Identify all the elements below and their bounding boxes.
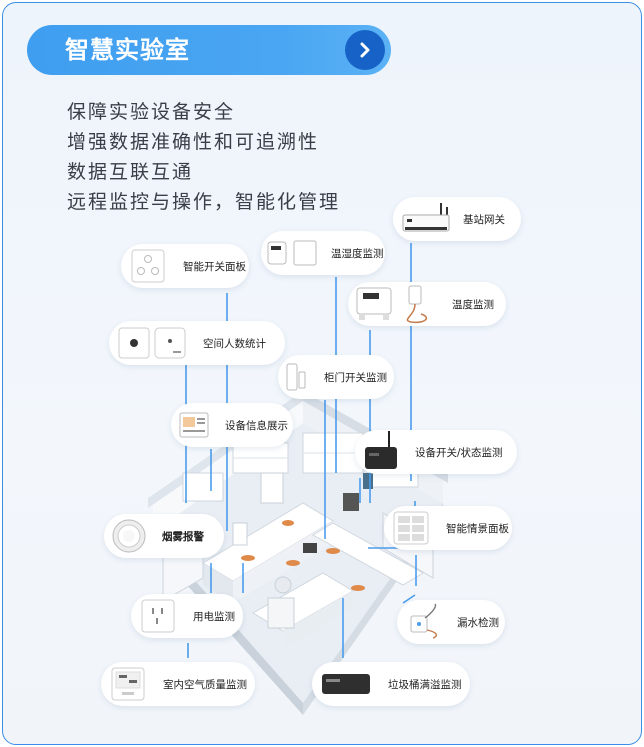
feature-item: 增强数据准确性和可追溯性 [67, 131, 320, 153]
device-label-temperature[interactable]: 温度监测 [348, 282, 506, 326]
power-label: 用电监测 [193, 610, 235, 623]
water-leak-label: 漏水检测 [457, 616, 499, 629]
power-outlet-icon [131, 597, 185, 635]
device-label-device-info[interactable]: 设备信息展示 [171, 403, 293, 447]
page-title: 智慧实验室 [65, 36, 190, 64]
temp-humidity-sensor-icon [261, 238, 323, 268]
feature-list: 保障实验设备安全 增强数据准确性和可追溯性 数据互联互通 远程监控与操作，智能化… [67, 97, 340, 217]
temp-humidity-label: 温湿度监测 [331, 247, 384, 260]
smart-scene-label: 智能情景面板 [446, 522, 509, 535]
chevron-right-icon[interactable] [345, 30, 385, 70]
gateway-device-icon [393, 201, 455, 237]
door-sensor-icon [278, 362, 316, 392]
smart-switch-label: 智能开关面板 [183, 260, 246, 273]
device-label-cabinet-door[interactable]: 柜门开关监测 [278, 355, 394, 399]
trash-overflow-label: 垃圾桶满溢监测 [388, 678, 462, 691]
air-quality-monitor-icon [101, 665, 155, 703]
temperature-sensor-icon [348, 282, 444, 326]
device-info-label: 设备信息展示 [225, 419, 288, 432]
cabinet-door-label: 柜门开关监测 [324, 371, 387, 384]
device-label-smart-switch[interactable]: 智能开关面板 [121, 244, 249, 288]
temperature-label: 温度监测 [452, 298, 494, 311]
water-leak-sensor-icon [397, 602, 449, 642]
device-label-smoke-alarm[interactable]: 烟雾报警 [104, 514, 224, 558]
device-label-water-leak[interactable]: 漏水检测 [397, 600, 505, 644]
device-label-smart-scene[interactable]: 智能情景面板 [384, 506, 512, 550]
people-counter-icon [109, 324, 195, 362]
feature-item: 保障实验设备安全 [67, 101, 236, 123]
device-label-air-quality[interactable]: 室内空气质量监测 [101, 662, 255, 706]
switch-panel-icon [121, 247, 175, 285]
feature-item: 数据互联互通 [67, 161, 194, 183]
status-monitor-icon [355, 429, 407, 475]
device-label-power[interactable]: 用电监测 [131, 594, 243, 638]
device-label-people-count[interactable]: 空间人数统计 [109, 321, 285, 365]
smoke-detector-icon [104, 516, 154, 556]
smoke-alarm-label: 烟雾报警 [162, 530, 204, 543]
gateway-label: 基站网关 [463, 213, 505, 226]
header-banner[interactable]: 智慧实验室 [27, 25, 391, 75]
device-label-device-status[interactable]: 设备开关/状态监测 [355, 430, 517, 474]
device-status-label: 设备开关/状态监测 [415, 446, 503, 459]
scene-panel-icon [384, 509, 438, 547]
feature-item: 远程监控与操作，智能化管理 [67, 191, 341, 213]
air-quality-label: 室内空气质量监测 [163, 678, 247, 691]
device-label-trash-overflow[interactable]: 垃圾桶满溢监测 [312, 662, 470, 706]
device-label-temp-humidity[interactable]: 温湿度监测 [261, 231, 385, 275]
device-label-gateway[interactable]: 基站网关 [393, 197, 521, 241]
people-count-label: 空间人数统计 [203, 337, 266, 350]
info-display-icon [171, 410, 217, 440]
trash-sensor-icon [312, 669, 380, 699]
